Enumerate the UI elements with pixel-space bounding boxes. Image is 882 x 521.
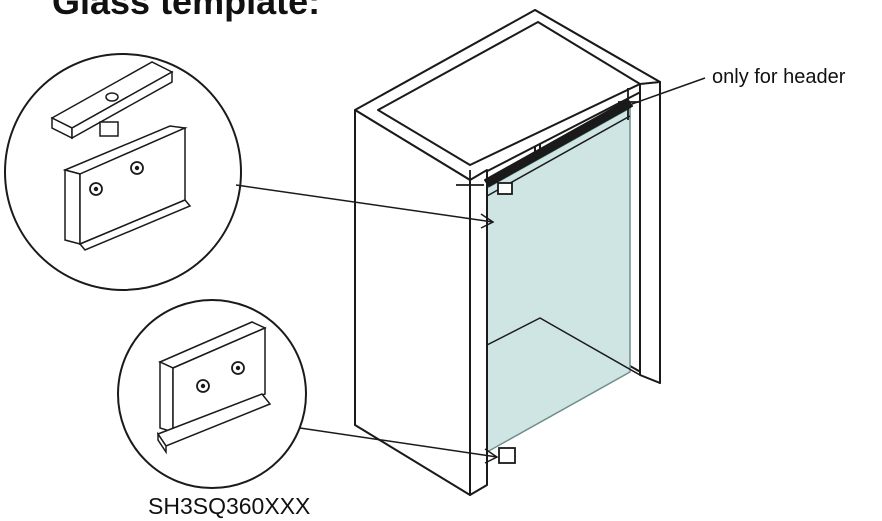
detail-circle-top [4, 53, 495, 291]
header-callout: only for header [631, 66, 846, 105]
detail-top-leader [235, 184, 494, 223]
detail-bottom-leader [299, 427, 498, 458]
header-callout-leader [631, 77, 706, 105]
detail-circle-bottom [117, 299, 499, 489]
front-wall-edge [469, 169, 488, 496]
bracket-screw-icon [105, 92, 119, 102]
header-bar [484, 99, 633, 187]
right-wall-depth [639, 81, 661, 384]
header-callout-label: only for header [712, 66, 846, 88]
page-title: Glass template: [52, 0, 320, 22]
shower-enclosure [354, 9, 661, 496]
floor-line [486, 317, 641, 376]
top-hinge [497, 182, 513, 195]
bottom-hinge [498, 447, 516, 464]
hinge-body [172, 326, 266, 434]
header-clamps [456, 88, 640, 464]
model-code: SH3SQ360XXX [148, 493, 310, 519]
